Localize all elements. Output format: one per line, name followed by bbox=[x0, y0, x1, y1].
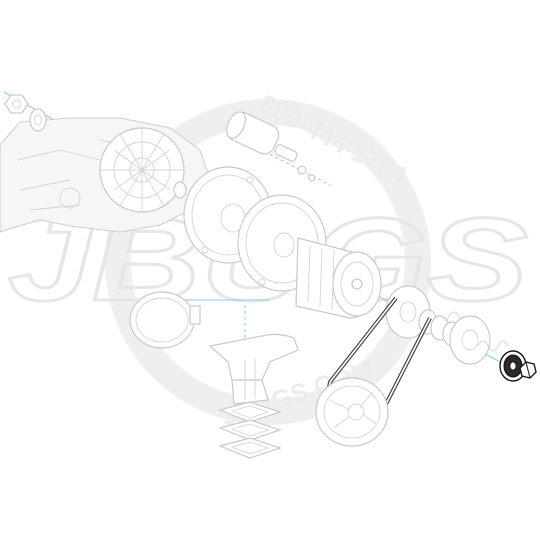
crank-pulley-hub bbox=[347, 403, 365, 421]
front-plate-bolt bbox=[258, 278, 266, 286]
generator-shaft-end bbox=[351, 278, 363, 290]
engine-case-boss bbox=[59, 187, 81, 209]
end-plate-bolt-1 bbox=[201, 246, 209, 254]
gasket-1 bbox=[218, 401, 282, 423]
cooling-fan bbox=[99, 127, 185, 213]
generator-fins bbox=[307, 245, 335, 311]
washer-hole bbox=[34, 114, 42, 126]
stand-gaskets bbox=[218, 401, 282, 459]
fan-blades bbox=[100, 128, 184, 212]
stand-leg bbox=[231, 379, 269, 405]
engine-case-detail bbox=[17, 139, 151, 211]
clamp-band-outer bbox=[129, 291, 195, 349]
generator-body bbox=[295, 237, 382, 319]
generator-stand bbox=[208, 333, 299, 405]
starter-bolt-2 bbox=[308, 174, 316, 182]
pulley-nut-assembly[interactable] bbox=[499, 350, 537, 382]
end-nut-assembly bbox=[4, 94, 47, 132]
spacer-collar bbox=[173, 181, 187, 199]
clamp-band bbox=[129, 291, 201, 349]
hex-nut bbox=[4, 94, 29, 114]
clamp-band-inner bbox=[135, 297, 189, 343]
stand-detail bbox=[244, 358, 256, 400]
clamp-band-screw bbox=[189, 305, 201, 325]
pulley-nut-washer-hole bbox=[509, 361, 517, 371]
crank-pulley-outer bbox=[315, 377, 389, 447]
gasket-2-inner bbox=[230, 423, 270, 437]
stand-cradle bbox=[208, 333, 299, 381]
gasket-3-inner bbox=[230, 441, 270, 455]
gasket-2 bbox=[218, 419, 282, 441]
gasket-3 bbox=[218, 437, 282, 459]
starter-end bbox=[226, 111, 246, 139]
pulley-nut-edge bbox=[525, 361, 531, 379]
crank-pulley bbox=[315, 377, 389, 447]
end-plate-bolt-2 bbox=[246, 176, 254, 184]
pulley-half-rear bbox=[449, 315, 491, 365]
generator-face-inner bbox=[340, 261, 374, 307]
crank-pulley-spokes bbox=[329, 391, 377, 429]
hex-nut-hole bbox=[12, 99, 21, 109]
starter-motor bbox=[226, 111, 316, 182]
crank-pulley-inner bbox=[323, 385, 381, 439]
gasket-1-inner bbox=[230, 405, 270, 419]
spacer-spring bbox=[477, 340, 509, 352]
pulley-half-front-hub bbox=[399, 301, 417, 323]
front-plate-hub bbox=[273, 232, 295, 258]
pulley-half-rear-hub bbox=[461, 329, 479, 351]
starter-bolt bbox=[297, 165, 307, 175]
washer bbox=[29, 108, 47, 132]
watermark-phone: 800-444-1784 bbox=[255, 88, 413, 191]
starter-shaft bbox=[274, 144, 298, 162]
